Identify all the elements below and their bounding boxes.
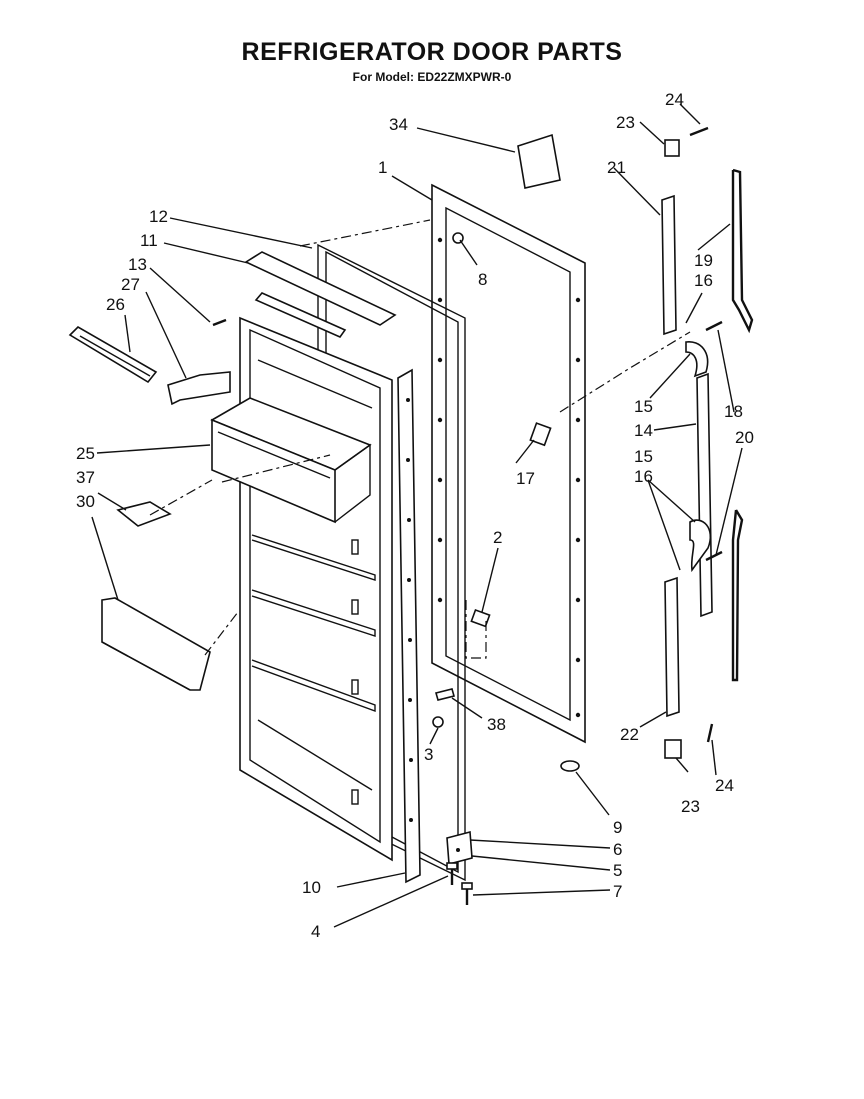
callout-11: 11 (140, 231, 158, 250)
dispenser-actuator (167, 371, 231, 406)
mount-bracket-upper (664, 139, 680, 157)
inner-door-liner (239, 316, 393, 862)
callout-25: 25 (76, 444, 95, 463)
leader-lines (91, 103, 743, 928)
callout-18: 18 (724, 402, 743, 421)
drip-tray (116, 501, 172, 527)
callout-23: 23 (616, 113, 635, 132)
callout-7: 7 (613, 882, 622, 901)
outer-door-panel (431, 183, 586, 744)
callout-4: 4 (311, 922, 320, 941)
handle-insert (696, 372, 713, 618)
page-title: REFRIGERATOR DOOR PARTS (241, 38, 623, 66)
callout-15b: 15 (634, 447, 653, 466)
callout-9: 9 (613, 818, 622, 837)
door-cam (432, 716, 444, 728)
callout-24b: 24 (715, 776, 734, 795)
callout-10: 10 (302, 878, 321, 897)
callout-19: 19 (694, 251, 713, 270)
callout-1: 1 (378, 158, 387, 177)
assembly-lines (149, 219, 691, 659)
callout-30: 30 (76, 492, 95, 511)
screw-13 (212, 318, 227, 327)
vent-grille (68, 326, 158, 384)
callout-17: 17 (516, 469, 535, 488)
callout-3: 3 (424, 745, 433, 764)
dispenser-housing (210, 397, 372, 524)
callout-37: 37 (76, 468, 95, 487)
handle-lower (731, 509, 744, 682)
shelf-front (101, 597, 211, 691)
hinge-cover (529, 422, 552, 447)
door-stop (470, 608, 491, 628)
callout-21: 21 (607, 158, 626, 177)
callout-5: 5 (613, 861, 622, 880)
top-trim-strip (244, 251, 397, 326)
callout-16b: 16 (634, 467, 653, 486)
callout-24: 24 (665, 90, 684, 109)
screw-18 (705, 320, 723, 562)
callout-12: 12 (149, 207, 168, 226)
handle-end-cap-lower (689, 519, 712, 573)
callout-14: 14 (634, 421, 653, 440)
trim-bracket (254, 292, 347, 338)
callout-labels: 1 2 3 4 5 6 7 8 9 10 11 12 13 14 15 15 1… (76, 90, 754, 941)
callout-22: 22 (620, 725, 639, 744)
screw-7 (461, 882, 473, 905)
nameplate (517, 133, 561, 189)
hinge-bracket (446, 830, 473, 866)
callout-27: 27 (121, 275, 140, 294)
callout-38: 38 (487, 715, 506, 734)
handle-trim-lower (664, 576, 680, 718)
callout-34: 34 (389, 115, 408, 134)
callout-23b: 23 (681, 797, 700, 816)
callout-16: 16 (694, 271, 713, 290)
door-shim (435, 688, 455, 701)
handle-end-cap-upper (685, 341, 709, 378)
model-subtitle: For Model: ED22ZMXPWR-0 (352, 70, 512, 84)
callout-2: 2 (493, 528, 502, 547)
handle-trim-upper (661, 194, 677, 336)
mount-bracket-lower (664, 739, 682, 759)
callout-13: 13 (128, 255, 147, 274)
screw-24 (689, 126, 714, 743)
callout-8: 8 (478, 270, 487, 289)
callout-15: 15 (634, 397, 653, 416)
callout-6: 6 (613, 840, 622, 859)
door-closer (560, 760, 580, 772)
callout-26: 26 (106, 295, 125, 314)
callout-20: 20 (735, 428, 754, 447)
screw-4 (446, 862, 458, 885)
handle-upper (731, 168, 754, 334)
breaker-strip (397, 368, 421, 884)
